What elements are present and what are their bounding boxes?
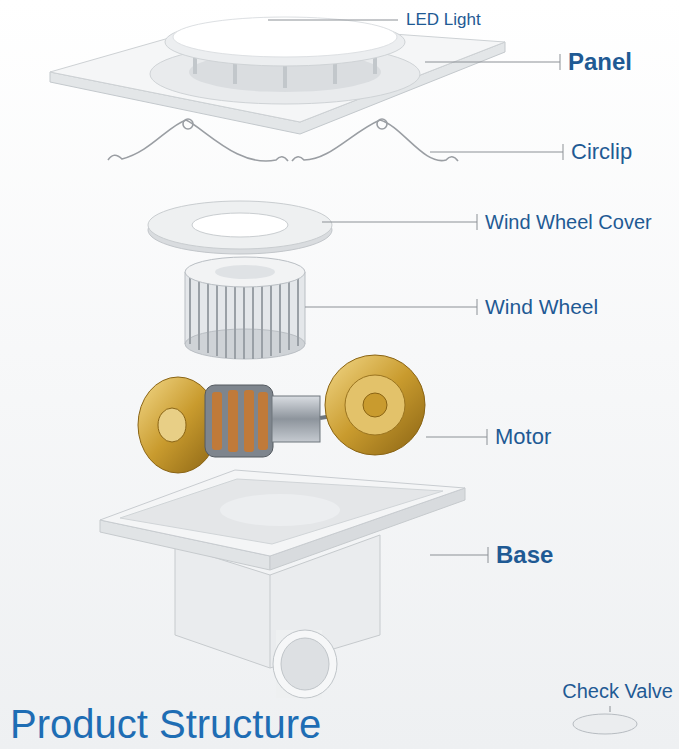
base-drawing bbox=[100, 470, 465, 698]
part-label: LED Light bbox=[406, 10, 481, 30]
wind-wheel-cover-drawing bbox=[148, 201, 332, 254]
wind-wheel-drawing bbox=[185, 257, 305, 359]
diagram-title: Product Structure bbox=[10, 701, 321, 747]
part-label: Check Valve bbox=[562, 680, 673, 703]
leader-lines bbox=[268, 20, 610, 712]
part-label: Motor bbox=[495, 424, 551, 449]
part-label: Circlip bbox=[571, 139, 632, 164]
part-label: Wind Wheel bbox=[485, 295, 598, 319]
circlip-drawing bbox=[108, 119, 458, 161]
check-valve-drawing bbox=[573, 714, 637, 734]
part-label: Wind Wheel Cover bbox=[485, 211, 652, 234]
part-label: Panel bbox=[568, 48, 632, 76]
motor-drawing bbox=[138, 355, 425, 473]
panel-drawing bbox=[50, 17, 505, 134]
part-label: Base bbox=[496, 541, 553, 569]
